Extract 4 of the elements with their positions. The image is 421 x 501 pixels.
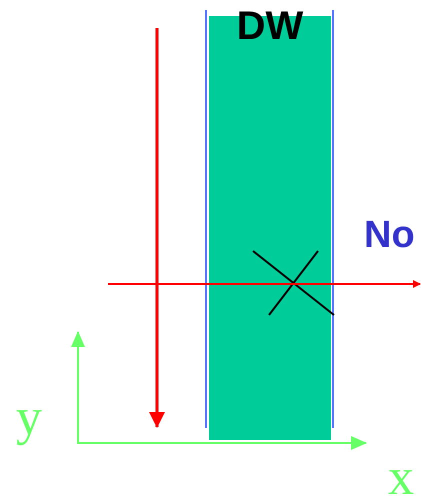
band-title: DW xyxy=(236,6,304,46)
axis-label: y xyxy=(16,392,42,444)
field-label: No xyxy=(364,216,415,254)
axis-label: x xyxy=(388,452,414,501)
